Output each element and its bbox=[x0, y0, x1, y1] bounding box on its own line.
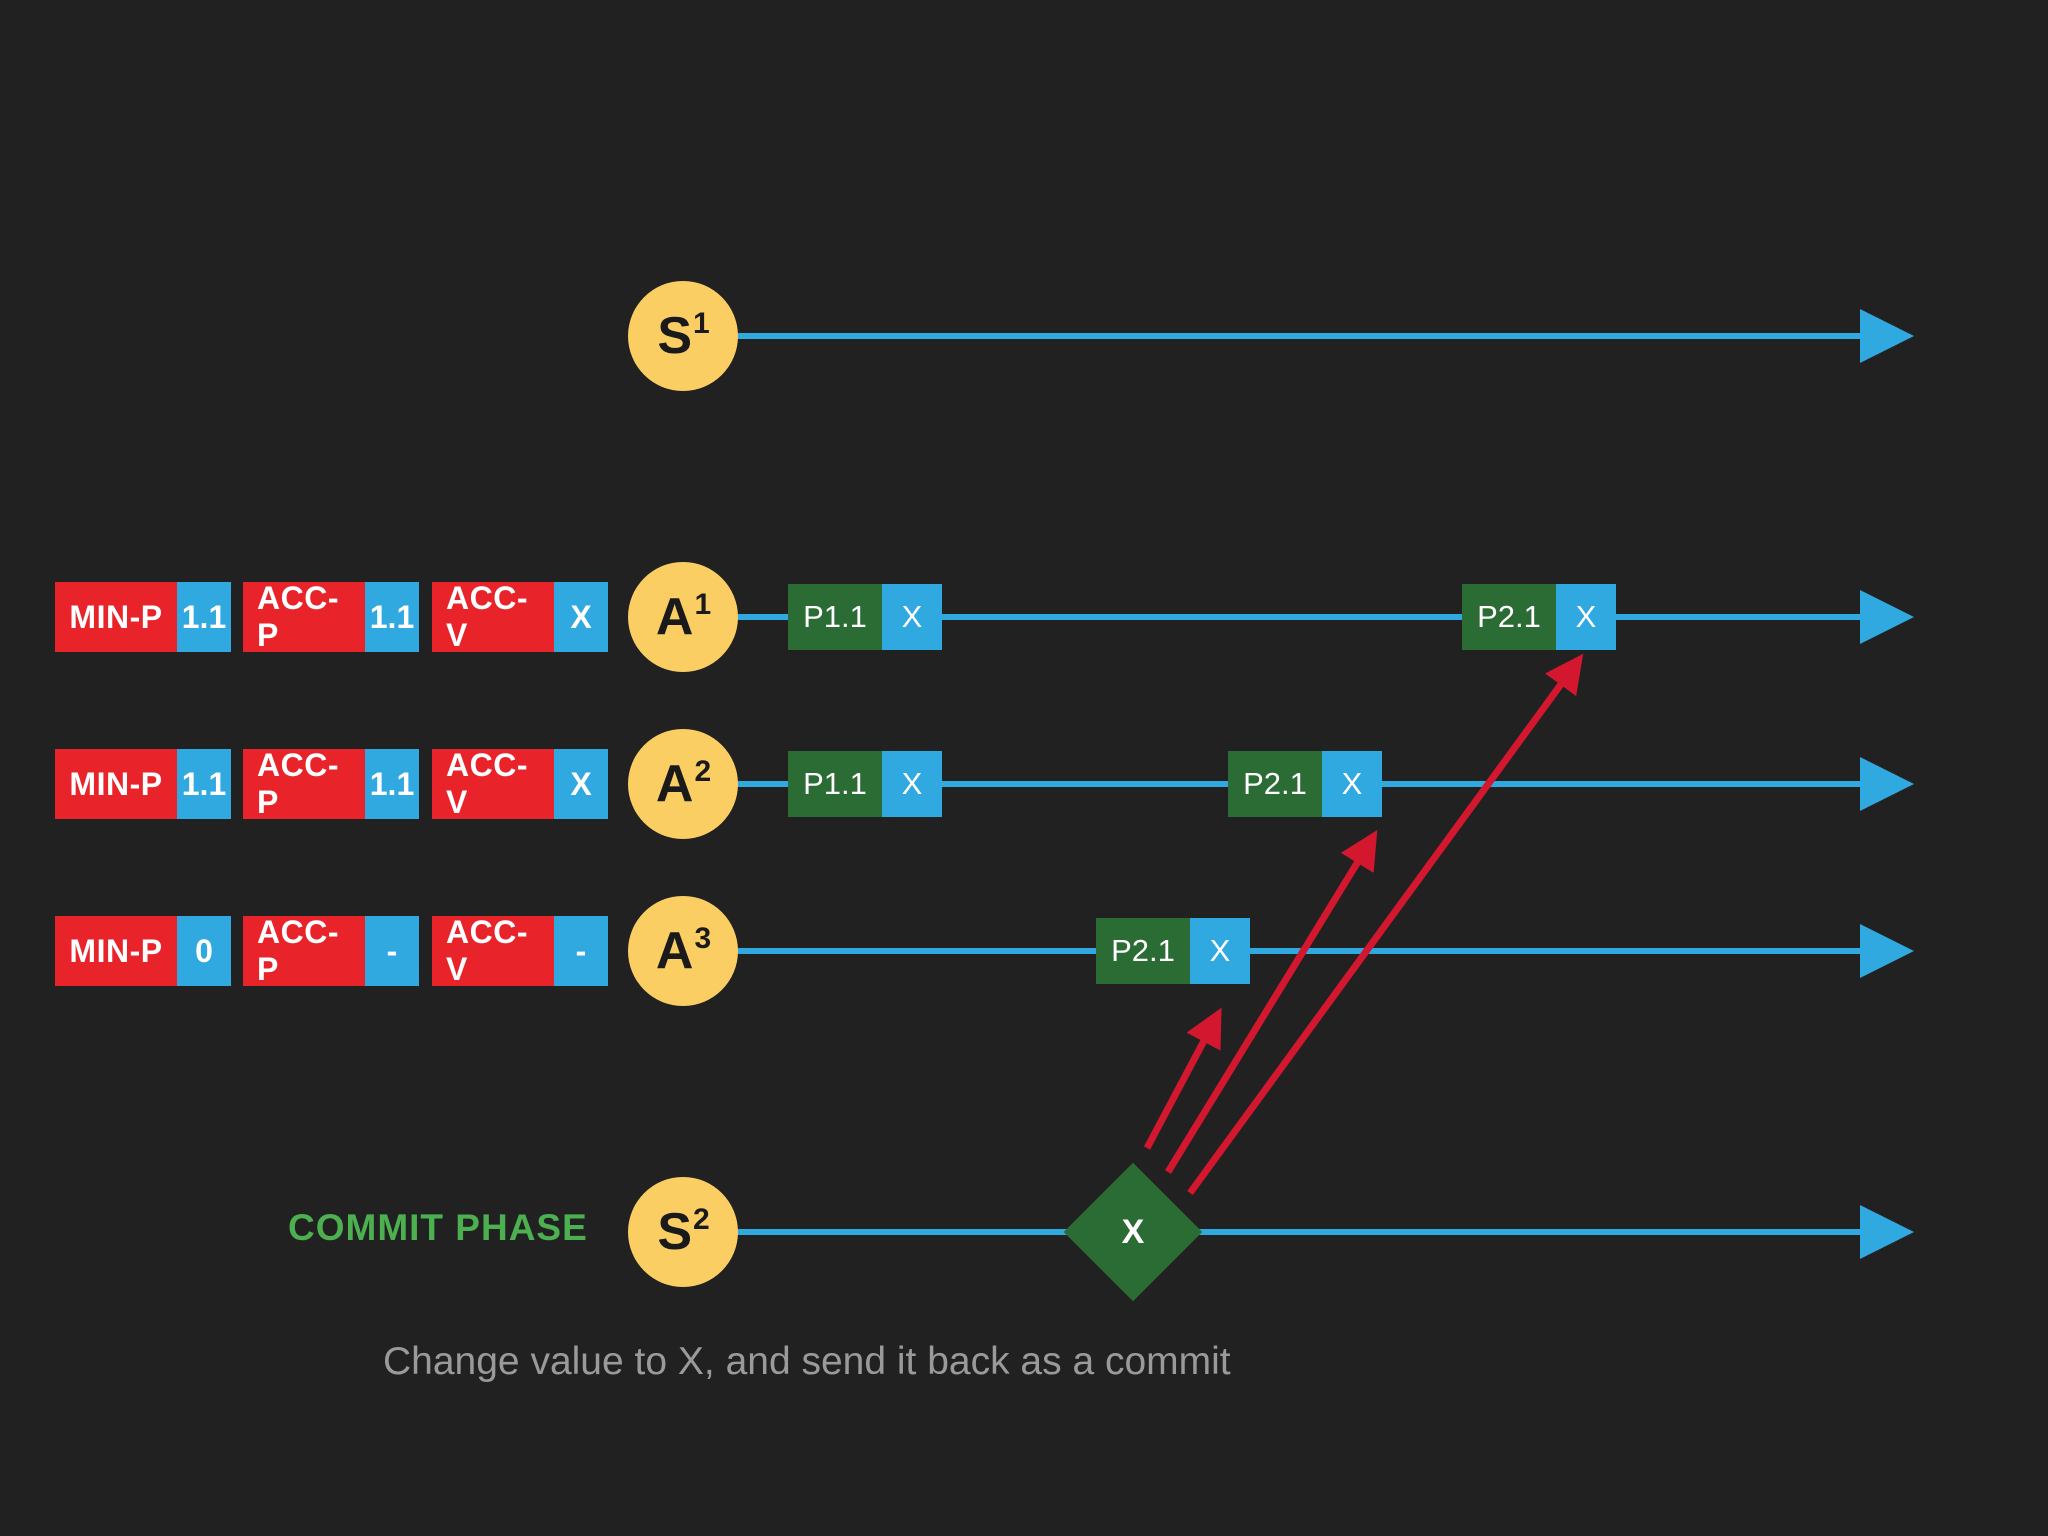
tag-key: ACC-V bbox=[432, 747, 554, 820]
proposal-value: X bbox=[882, 584, 942, 650]
proposal-value: X bbox=[1190, 918, 1250, 984]
tag-key: MIN-P bbox=[55, 582, 177, 652]
tag-a2-acc-p: ACC-P 1.1 bbox=[243, 747, 419, 820]
proposal-value: X bbox=[1556, 584, 1616, 650]
tag-a1-acc-v: ACC-V X bbox=[432, 580, 608, 653]
tag-key: MIN-P bbox=[55, 916, 177, 986]
node-a3-label: A bbox=[655, 922, 694, 980]
tag-key: ACC-V bbox=[432, 914, 554, 987]
tag-a3-acc-p: ACC-P - bbox=[243, 914, 419, 987]
proposal-a1-p1[interactable]: P1.1 X bbox=[788, 584, 942, 650]
proposal-name: P1.1 bbox=[788, 584, 882, 650]
commit-arrow-to-a3 bbox=[1143, 1007, 1222, 1150]
tag-key: MIN-P bbox=[55, 749, 177, 819]
tag-a1-min-p: MIN-P 1.1 bbox=[55, 582, 231, 652]
tag-a2-min-p: MIN-P 1.1 bbox=[55, 749, 231, 819]
tag-a3-acc-v: ACC-V - bbox=[432, 914, 608, 987]
proposal-a3-p2[interactable]: P2.1 X bbox=[1096, 918, 1250, 984]
node-a1-label: A bbox=[655, 588, 694, 646]
proposal-a2-p2[interactable]: P2.1 X bbox=[1228, 751, 1382, 817]
tag-key: ACC-P bbox=[243, 580, 365, 653]
node-s1-label: S bbox=[657, 307, 692, 365]
commit-arrow-to-a2 bbox=[1165, 830, 1378, 1174]
tag-value: 1.1 bbox=[177, 582, 231, 652]
tag-key: ACC-V bbox=[432, 580, 554, 653]
proposal-name: P2.1 bbox=[1228, 751, 1322, 817]
tag-value: X bbox=[554, 582, 608, 652]
tag-value: 0 bbox=[177, 916, 231, 986]
proposal-a2-p1[interactable]: P1.1 X bbox=[788, 751, 942, 817]
tag-value: - bbox=[365, 916, 419, 986]
proposal-value: X bbox=[1322, 751, 1382, 817]
tag-value: 1.1 bbox=[365, 582, 419, 652]
diagram-caption: Change value to X, and send it back as a… bbox=[383, 1340, 1231, 1383]
node-s2-label: S bbox=[657, 1203, 692, 1261]
tag-a1-acc-p: ACC-P 1.1 bbox=[243, 580, 419, 653]
tag-value: X bbox=[554, 749, 608, 819]
proposal-value: X bbox=[882, 751, 942, 817]
tag-key: ACC-P bbox=[243, 914, 365, 987]
tag-value: 1.1 bbox=[365, 749, 419, 819]
proposal-name: P2.1 bbox=[1462, 584, 1556, 650]
proposal-a1-p2[interactable]: P2.1 X bbox=[1462, 584, 1616, 650]
tag-key: ACC-P bbox=[243, 747, 365, 820]
tag-value: 1.1 bbox=[177, 749, 231, 819]
proposal-name: P1.1 bbox=[788, 751, 882, 817]
tag-value: - bbox=[554, 916, 608, 986]
commit-phase-label: COMMIT PHASE bbox=[288, 1207, 588, 1248]
tag-a2-acc-v: ACC-V X bbox=[432, 747, 608, 820]
tag-a3-min-p: MIN-P 0 bbox=[55, 916, 231, 986]
node-a2-label: A bbox=[655, 755, 694, 813]
proposal-name: P2.1 bbox=[1096, 918, 1190, 984]
commit-arrow-to-a1 bbox=[1187, 653, 1584, 1196]
